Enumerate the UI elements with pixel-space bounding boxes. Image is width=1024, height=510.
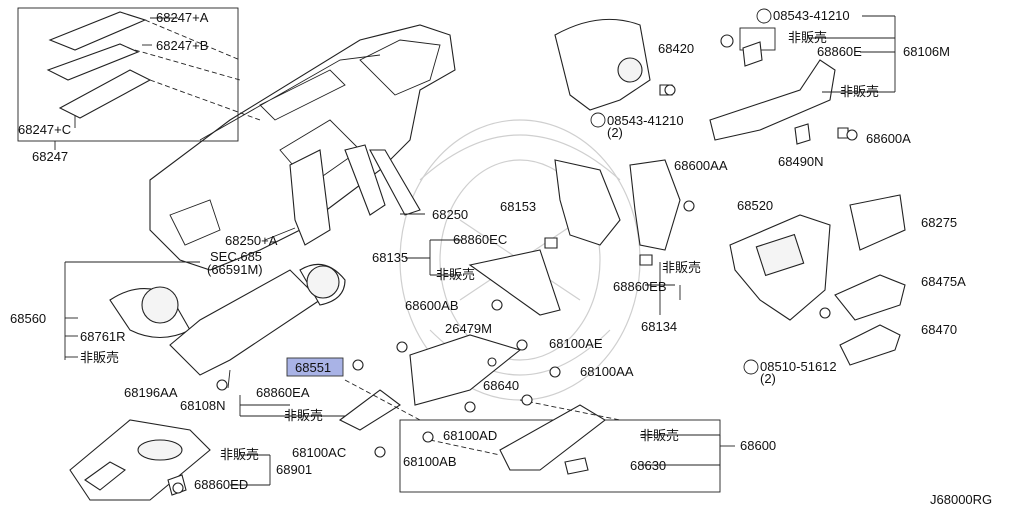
label-68475a: 68475A	[921, 274, 966, 289]
label-68100aa: 68100AA	[580, 364, 634, 379]
console-68901	[69, 419, 211, 501]
highlight-68551	[286, 357, 344, 377]
label-not-for-sale-5: 非販売	[840, 84, 879, 99]
label-qty-2: (2)	[607, 125, 623, 140]
label-68640: 68640	[483, 378, 519, 393]
leader-lines	[64, 15, 896, 486]
label-not-for-sale-1: 非販売	[80, 350, 119, 365]
glove-box-68600	[338, 334, 721, 493]
label-68560: 68560	[10, 311, 46, 326]
label-68860ea: 68860EA	[256, 385, 310, 400]
fasteners	[172, 34, 858, 494]
label-26479m: 26479M	[445, 321, 492, 336]
label-68153: 68153	[500, 199, 536, 214]
label-68250-a: 68250+A	[225, 233, 278, 248]
label-68761r: 68761R	[80, 329, 126, 344]
diagram-code: J68000RG	[930, 492, 992, 507]
label-68420: 68420	[658, 41, 694, 56]
label-sec685-sub: (66591M)	[207, 262, 263, 277]
label-68247-b: 68247+B	[156, 38, 208, 53]
label-68100ae: 68100AE	[549, 336, 603, 351]
label-68247-a: 68247+A	[156, 10, 209, 25]
label-68600ab: 68600AB	[405, 298, 459, 313]
label-68860eb: 68860EB	[613, 279, 667, 294]
label-68901: 68901	[276, 462, 312, 477]
label-not-for-sale-2: 非販売	[284, 408, 323, 423]
instrument-panel-assembly	[149, 24, 456, 271]
label-68860ed: 68860ED	[194, 477, 248, 492]
label-68196aa: 68196AA	[124, 385, 178, 400]
label-68520: 68520	[737, 198, 773, 213]
label-68470: 68470	[921, 322, 957, 337]
label-68100ab: 68100AB	[403, 454, 457, 469]
label-not-for-sale-3: 非販売	[220, 447, 259, 462]
meter-hood-68420	[554, 18, 673, 111]
label-68860ec: 68860EC	[453, 232, 507, 247]
part-labels: 68247+A 68247+B 68247+C 68247 68250 6825…	[10, 8, 992, 507]
label-68630: 68630	[630, 458, 666, 473]
label-68860e: 68860E	[817, 44, 862, 59]
label-not-for-sale-4: 非販売	[788, 30, 827, 45]
label-not-for-sale-8: 非販売	[640, 428, 679, 443]
label-68100ad: 68100AD	[443, 428, 497, 443]
label-08543-41210-top: 08543-41210	[773, 8, 850, 23]
label-08510-51612: 08510-51612	[760, 359, 837, 374]
label-68275: 68275	[921, 215, 957, 230]
label-not-for-sale-6: 非販売	[436, 267, 475, 282]
duct-assembly-left	[109, 263, 346, 389]
label-08543-41210-mid: 08543-41210	[607, 113, 684, 128]
label-68600aa-top: 68600AA	[674, 158, 728, 173]
label-qty-2-b: (2)	[760, 371, 776, 386]
label-68100ac: 68100AC	[292, 445, 346, 460]
brackets-center	[468, 159, 681, 316]
label-68490n: 68490N	[778, 154, 824, 169]
label-not-for-sale-7: 非販売	[662, 260, 701, 275]
label-68250: 68250	[432, 207, 468, 222]
label-68135: 68135	[372, 250, 408, 265]
label-68600: 68600	[740, 438, 776, 453]
label-68551: 68551	[295, 360, 331, 375]
label-68600a: 68600A	[866, 131, 911, 146]
center-cluster-68520	[729, 194, 906, 366]
label-68106m: 68106M	[903, 44, 950, 59]
label-68134: 68134	[641, 319, 677, 334]
standard-bolt-markers	[590, 8, 772, 375]
label-sec685: SEC.685	[210, 249, 262, 264]
label-68247: 68247	[32, 149, 68, 164]
upper-trim-68106m	[709, 27, 849, 145]
group-68247	[17, 7, 261, 150]
label-68108n: 68108N	[180, 398, 226, 413]
label-68247-c: 68247+C	[18, 122, 71, 137]
